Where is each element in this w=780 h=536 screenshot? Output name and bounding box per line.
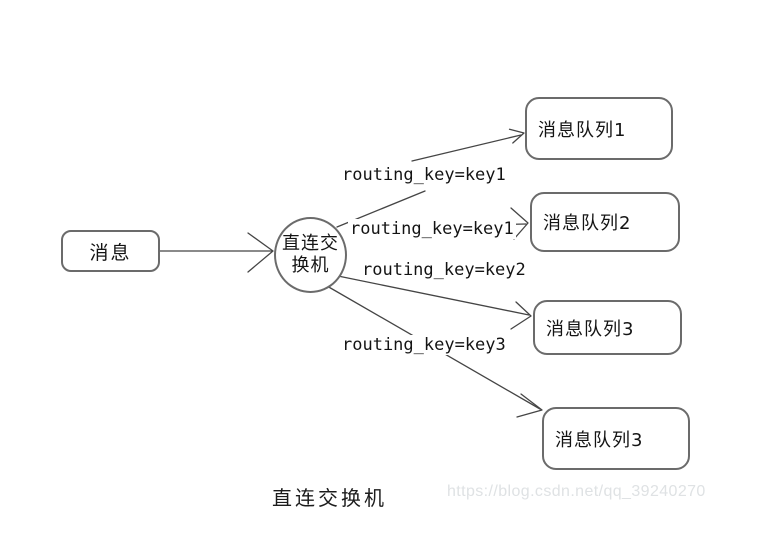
arrowhead-queue3: [510, 301, 532, 330]
queue-node-4: 消息队列3: [542, 407, 690, 470]
exchange-label-line1: 直连交: [282, 233, 339, 254]
arrowhead-queue2: [510, 207, 529, 240]
queue-label: 消息队列2: [543, 213, 632, 234]
producer-node: 消息: [61, 230, 160, 272]
queue-label: 消息队列1: [538, 119, 627, 141]
edge-label-key1-b: routing_key=key1: [348, 219, 516, 239]
queue-node-1: 消息队列1: [525, 97, 673, 160]
edge-exchange-queue3: [337, 275, 530, 316]
exchange-label-line2: 换机: [291, 255, 330, 276]
watermark-text: https://blog.csdn.net/qq_39240270: [447, 483, 706, 500]
edge-label-key2: routing_key=key2: [360, 260, 528, 280]
queue-node-2: 消息队列2: [530, 192, 680, 252]
queue-label: 消息队列3: [555, 429, 644, 451]
diagram-caption: 直连交换机: [272, 486, 387, 510]
exchange-node: 直连交 换机: [274, 217, 347, 293]
edge-label-key3: routing_key=key3: [340, 335, 508, 355]
arrowhead-queue4: [516, 393, 543, 418]
arrowhead-queue1: [508, 128, 525, 144]
queue-label: 消息队列3: [546, 318, 635, 340]
edge-label-key1-a: routing_key=key1: [340, 165, 508, 185]
queue-node-3: 消息队列3: [533, 300, 682, 355]
edge-exchange-queue1-b: [411, 134, 522, 162]
producer-label: 消息: [89, 241, 132, 264]
arrowhead-exchange: [247, 232, 274, 273]
